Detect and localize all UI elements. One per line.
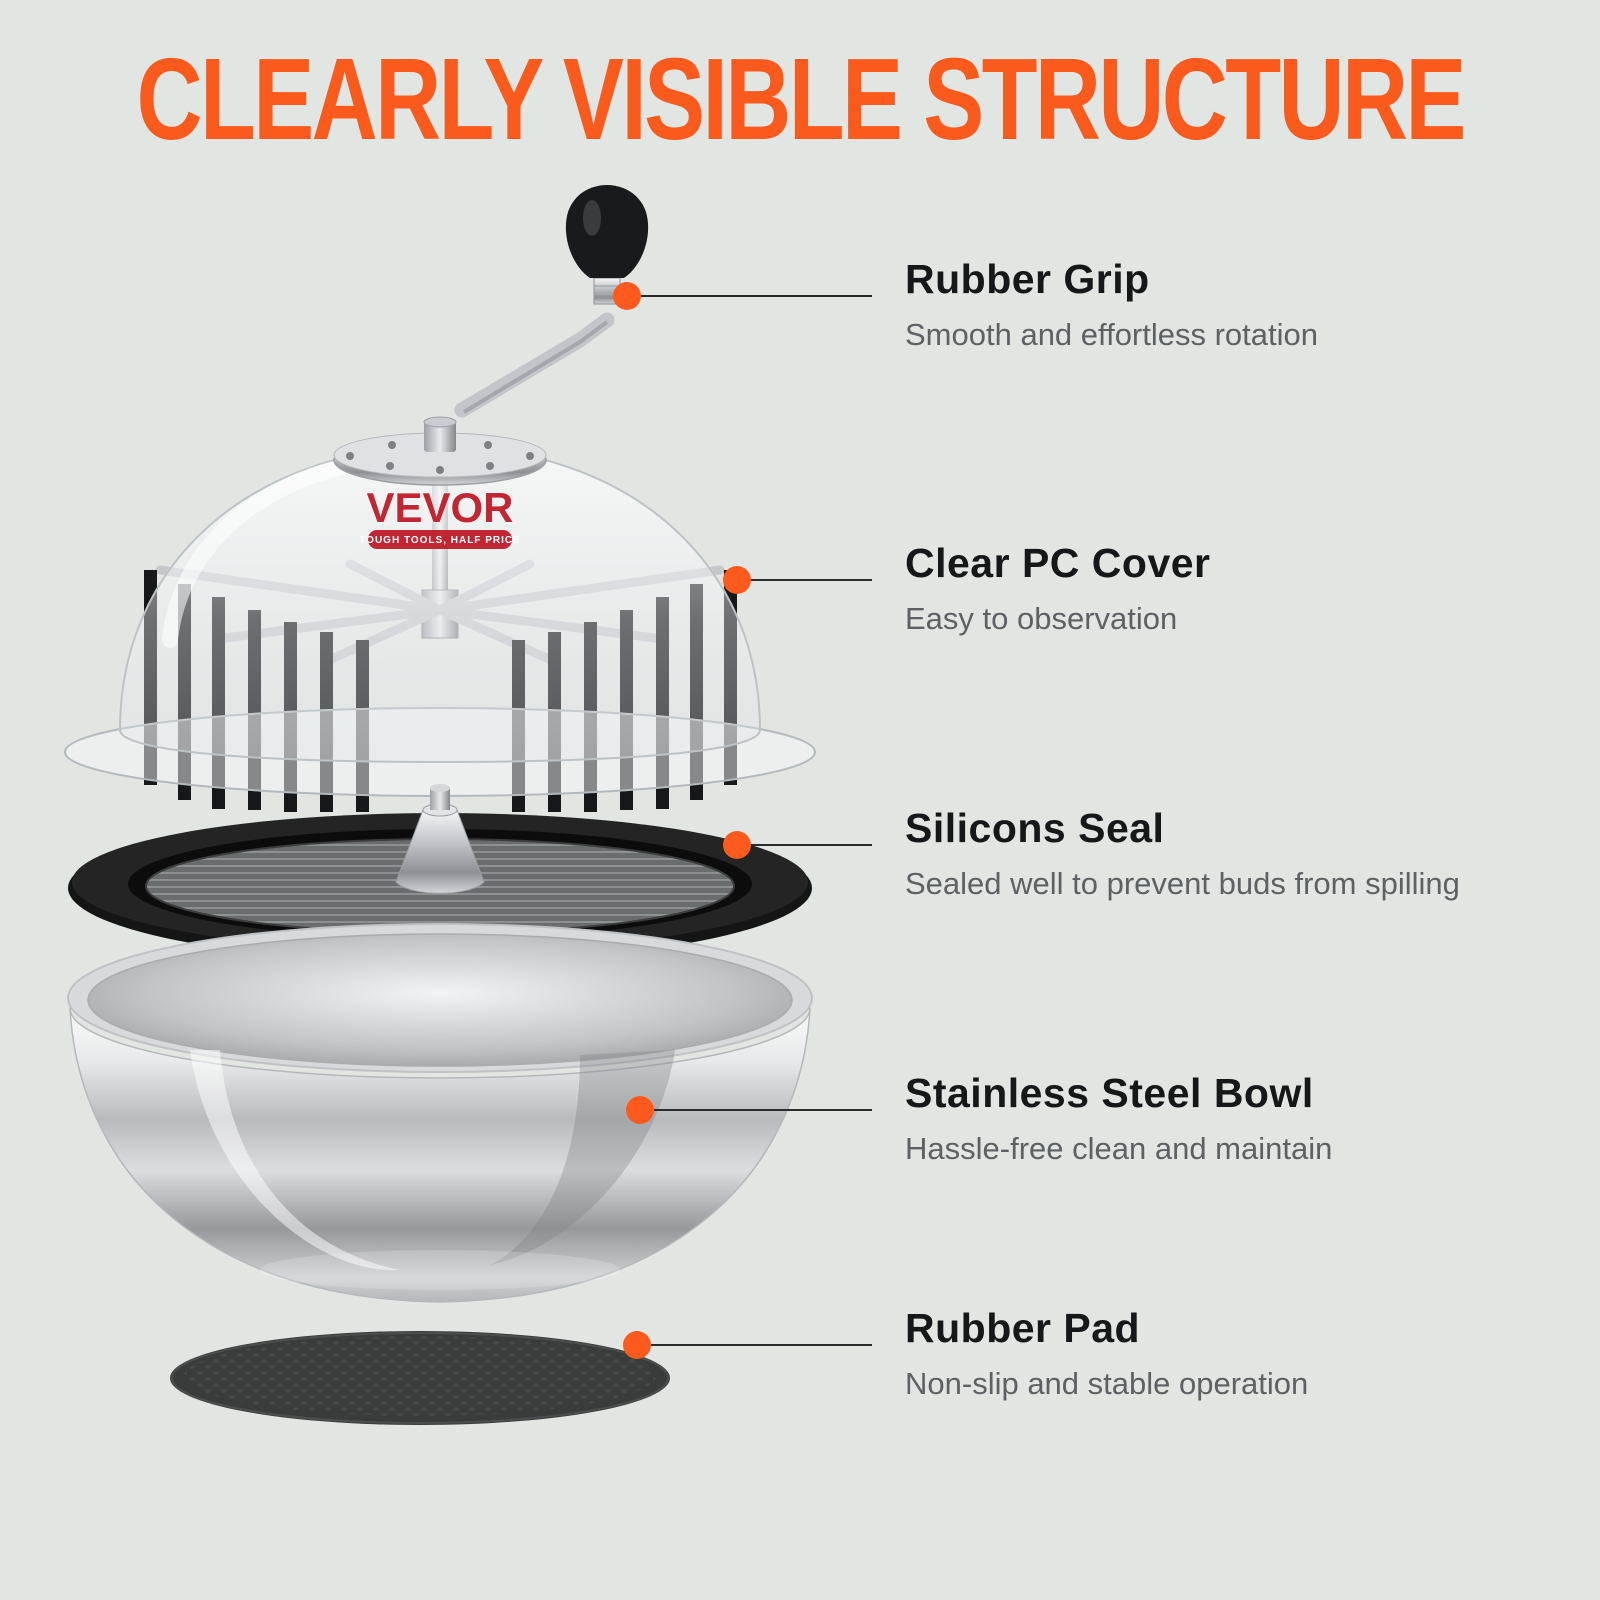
bowl-interior — [87, 933, 793, 1067]
crank-arm-shadow — [462, 320, 609, 414]
top-plate-bolts — [346, 441, 534, 474]
callout-dot-clear-pc-cover — [723, 566, 751, 594]
callout-title-rubber-grip: Rubber Grip — [905, 256, 1150, 302]
center-hub-cap — [423, 416, 457, 428]
callout-dot-stainless-steel-bowl — [626, 1096, 654, 1124]
dome-glass — [118, 444, 762, 764]
cone-stem — [430, 788, 450, 810]
callout-desc-silicons-seal: Sealed well to prevent buds from spillin… — [905, 866, 1460, 902]
callout-line-silicons-seal — [751, 844, 872, 846]
callout-line-stainless-steel-bowl — [654, 1109, 872, 1111]
callout-desc-clear-pc-cover: Easy to observation — [905, 601, 1178, 637]
crank-handle — [454, 185, 649, 418]
brand-name: VEVOR — [366, 484, 513, 531]
rubber-pad — [170, 1331, 670, 1425]
cone-stem-cap — [430, 784, 450, 792]
bowl-sheen-light — [190, 1050, 400, 1271]
callout-desc-stainless-steel-bowl: Hassle-free clean and maintain — [905, 1131, 1333, 1167]
callout-dot-silicons-seal — [723, 831, 751, 859]
rubber-grip-knob — [565, 185, 649, 278]
page-title: CLEARLY VISIBLE STRUCTURE — [0, 42, 1600, 158]
callout-title-silicons-seal: Silicons Seal — [905, 805, 1165, 851]
bud-trimmer-exploded-view: VEVOR TOUGH TOOLS, HALF PRICE — [64, 185, 816, 1425]
callout-title-clear-pc-cover: Clear PC Cover — [905, 540, 1211, 586]
callout-desc-rubber-pad: Non-slip and stable operation — [905, 1366, 1309, 1402]
callout-title-rubber-pad: Rubber Pad — [905, 1305, 1141, 1351]
center-hub — [424, 422, 456, 452]
callout-line-rubber-grip — [641, 295, 872, 297]
page-title-text: CLEARLY VISIBLE STRUCTURE — [136, 35, 1466, 165]
brand-tagline: TOUGH TOOLS, HALF PRICE — [359, 535, 521, 546]
callout-dot-rubber-grip — [613, 282, 641, 310]
callout-desc-rubber-grip: Smooth and effortless rotation — [905, 317, 1319, 353]
pad-texture — [184, 1336, 656, 1416]
brand-logo: VEVOR TOUGH TOOLS, HALF PRICE — [359, 484, 521, 549]
stainless-steel-bowl — [67, 923, 813, 1303]
callout-title-stainless-steel-bowl: Stainless Steel Bowl — [905, 1070, 1314, 1116]
silicone-seal — [68, 784, 812, 962]
callout-line-clear-pc-cover — [751, 579, 872, 581]
callout-line-rubber-pad — [651, 1344, 872, 1346]
bowl-bottom-reflection — [260, 1250, 620, 1290]
product-illustration: VEVOR TOUGH TOOLS, HALF PRICE — [20, 170, 880, 1500]
clear-pc-cover: VEVOR TOUGH TOOLS, HALF PRICE — [64, 416, 816, 797]
crank-arm — [454, 312, 615, 418]
brand-tagline-band — [368, 530, 512, 549]
dome-highlight — [162, 454, 376, 648]
knob-highlight — [583, 200, 601, 236]
pad-edge-highlight — [171, 1332, 669, 1424]
center-cone — [395, 809, 485, 894]
callout-dot-rubber-pad — [623, 1331, 651, 1359]
